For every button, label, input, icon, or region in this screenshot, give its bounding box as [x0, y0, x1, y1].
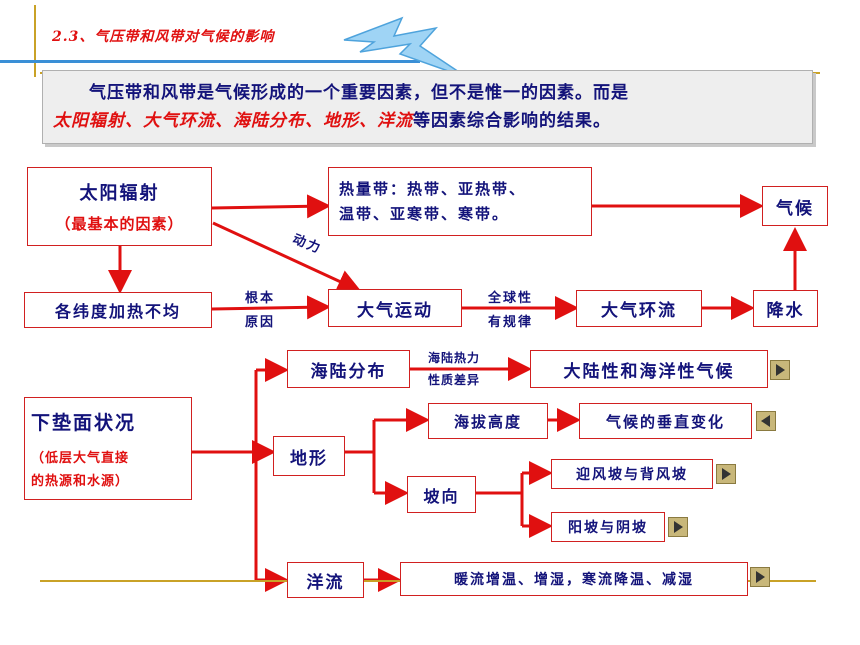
node-windward-leeward: 迎风坡与背风坡 — [551, 459, 713, 489]
edge-label-thermal-1: 海陆热力 — [428, 351, 481, 365]
node-altitude: 海拔高度 — [428, 403, 548, 439]
intro-text-2: 等因素综合影响的结果。 — [413, 111, 611, 131]
node-underlying-surface: 下垫面状况 （低层大气直接 的热源和水源） — [24, 397, 192, 500]
edge-label-global-1: 全球性 — [488, 291, 534, 306]
edge-label-thermal-2: 性质差异 — [428, 373, 481, 387]
node-circulation-label: 大气环流 — [601, 301, 677, 321]
node-heat-zones-line1: 热量带：热带、亚热带、 — [339, 179, 527, 198]
node-circulation: 大气环流 — [576, 290, 702, 327]
node-climate-label: 气候 — [776, 198, 814, 219]
node-sunny-label: 阳坡与阴坡 — [568, 520, 648, 536]
header-title: 2.3、气压带和风带对气候的影响 — [52, 29, 275, 45]
node-windward-label: 迎风坡与背风坡 — [576, 467, 688, 483]
node-slope-aspect: 坡向 — [407, 476, 476, 513]
node-terrain-label: 地形 — [290, 448, 328, 469]
node-vertical-change: 气候的垂直变化 — [579, 403, 752, 439]
node-land-sea: 海陆分布 — [287, 350, 410, 388]
node-underlying-label: 下垫面状况 — [31, 412, 137, 434]
header-vertical-rule — [34, 5, 36, 77]
play-icon[interactable] — [716, 464, 736, 484]
node-vertical-label: 气候的垂直变化 — [605, 412, 725, 431]
intro-highlight: 太阳辐射、大气环流、海陆分布、地形、洋流 — [53, 111, 413, 131]
node-slope-label: 坡向 — [423, 486, 460, 506]
node-heat-zones-line2: 温带、亚寒带、寒带。 — [339, 204, 510, 223]
node-continental-oceanic: 大陆性和海洋性气候 — [530, 350, 768, 388]
node-current-label: 洋流 — [306, 572, 345, 593]
node-solar-radiation: 太阳辐射 （最基本的因素） — [27, 167, 212, 246]
edge-label-root-2: 原因 — [245, 315, 276, 330]
intro-line-1: 气压带和风带是气候形成的一个重要因素，但不是惟一的因素。而是 — [53, 79, 802, 107]
node-solar-sublabel: （最基本的因素） — [55, 215, 184, 233]
intro-box: 气压带和风带是气候形成的一个重要因素，但不是惟一的因素。而是 太阳辐射、大气环流… — [42, 70, 813, 144]
node-land-sea-label: 海陆分布 — [310, 361, 387, 382]
intro-line-2: 太阳辐射、大气环流、海陆分布、地形、洋流等因素综合影响的结果。 — [53, 107, 802, 135]
node-uneven-label: 各纬度加热不均 — [54, 302, 181, 321]
node-uneven-heating: 各纬度加热不均 — [24, 292, 212, 328]
edge-label-global-2: 有规律 — [488, 315, 534, 330]
node-underlying-sub2: 的热源和水源） — [31, 474, 130, 489]
node-altitude-label: 海拔高度 — [453, 412, 522, 431]
node-atmospheric-motion: 大气运动 — [328, 289, 462, 327]
edge-label-root-1: 根本 — [245, 291, 276, 306]
play-icon[interactable] — [770, 360, 790, 380]
node-warm-cold-effect: 暖流增温、增湿，寒流降温、减湿 — [400, 562, 748, 596]
play-icon[interactable] — [668, 517, 688, 537]
play-icon[interactable] — [750, 567, 770, 587]
intro-text-1: 气压带和风带是气候形成的一个重要因素，但不是惟一的因素。而是 — [89, 83, 629, 103]
node-precip-label: 降水 — [766, 301, 805, 321]
node-precipitation: 降水 — [753, 290, 818, 327]
node-ocean-current: 洋流 — [287, 562, 364, 598]
back-icon[interactable] — [756, 411, 776, 431]
node-terrain: 地形 — [273, 436, 345, 476]
node-heat-zones: 热量带：热带、亚热带、 温带、亚寒带、寒带。 — [328, 167, 592, 236]
node-warm-cold-label: 暖流增温、增湿，寒流降温、减湿 — [454, 572, 694, 588]
node-solar-label: 太阳辐射 — [79, 183, 160, 204]
node-atmo-label: 大气运动 — [357, 300, 433, 321]
node-underlying-sub1: （低层大气直接 — [31, 451, 130, 466]
node-climate: 气候 — [762, 186, 828, 226]
header-rule — [0, 60, 420, 63]
node-continental-label: 大陆性和海洋性气候 — [563, 361, 735, 382]
node-sunny-shady: 阳坡与阴坡 — [551, 512, 665, 542]
